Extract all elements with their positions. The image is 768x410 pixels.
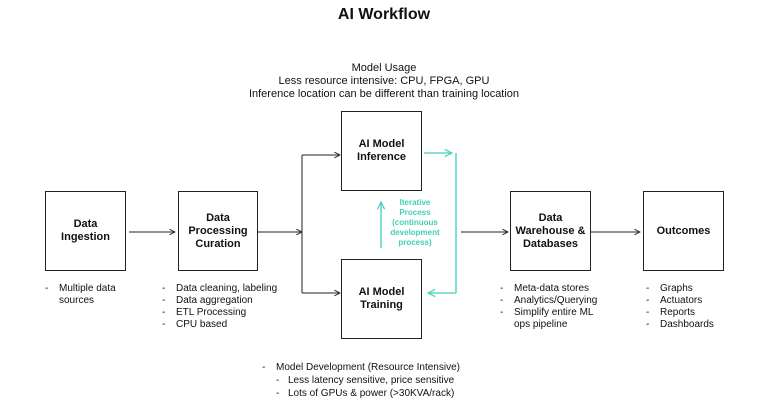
model-development-latency-row: -Less latency sensitive, price sensitive	[276, 375, 455, 386]
list-item: Multiple data	[45, 283, 116, 295]
list-item: Dashboards	[646, 319, 714, 331]
list-item: Data cleaning, labeling	[162, 283, 277, 295]
list-item: Actuators	[646, 295, 714, 307]
model-usage-heading: Model Usage	[351, 62, 417, 74]
box-data-ingestion: Data Ingestion	[45, 191, 126, 271]
model-usage-location: Inference location can be different than…	[248, 88, 520, 100]
model-development-latency: Less latency sensitive, price sensitive	[288, 375, 455, 386]
list-outcomes: Graphs Actuators Reports Dashboards	[646, 283, 714, 331]
iterative-process-text: Iterative Process (continuous developmen…	[390, 198, 440, 247]
list-item: CPU based	[162, 319, 277, 331]
model-development-note: -Model Development (Resource Intensive) …	[258, 361, 518, 400]
iterative-process-label: Iterative Process (continuous developmen…	[375, 198, 455, 248]
box-data-processing: Data Processing Curation	[178, 191, 258, 271]
list-processing: Data cleaning, labeling Data aggregation…	[162, 283, 277, 331]
box-data-warehouse: Data Warehouse & Databases	[510, 191, 591, 271]
box-outcomes: Outcomes	[643, 191, 724, 271]
model-development-power: Lots of GPUs & power (>30KVA/rack)	[288, 388, 455, 399]
model-development-heading-row: -Model Development (Resource Intensive)	[262, 362, 460, 373]
box-ai-model-inference-label: AI Model Inference	[357, 138, 406, 163]
box-data-ingestion-label: Data Ingestion	[61, 218, 110, 243]
list-item: Analytics/Querying	[500, 295, 597, 307]
box-data-processing-label: Data Processing Curation	[188, 211, 248, 250]
list-item: Data aggregation	[162, 295, 277, 307]
box-ai-model-training: AI Model Training	[341, 259, 422, 339]
list-warehouse: Meta-data stores Analytics/Querying Simp…	[500, 283, 597, 331]
list-item: Reports	[646, 307, 714, 319]
box-data-warehouse-label: Data Warehouse & Databases	[515, 211, 586, 250]
model-development-heading: Model Development (Resource Intensive)	[276, 362, 460, 373]
list-item: Simplify entire ML	[500, 307, 597, 319]
box-ai-model-inference: AI Model Inference	[341, 111, 422, 191]
list-item: sources	[59, 295, 95, 306]
list-item: Meta-data stores	[500, 283, 597, 295]
model-usage-resources: Less resource intensive: CPU, FPGA, GPU	[278, 75, 490, 87]
model-usage-note: Model Usage Less resource intensive: CPU…	[184, 62, 584, 101]
list-item: ETL Processing	[162, 307, 277, 319]
box-outcomes-label: Outcomes	[656, 224, 711, 237]
box-ai-model-training-label: AI Model Training	[358, 286, 405, 311]
diagram-title: AI Workflow	[337, 6, 431, 23]
list-ingestion: Multiple data sources	[45, 283, 116, 307]
list-item: ops pipeline	[514, 319, 568, 330]
model-development-power-row: -Lots of GPUs & power (>30KVA/rack)	[276, 388, 455, 399]
list-item: Graphs	[646, 283, 714, 295]
